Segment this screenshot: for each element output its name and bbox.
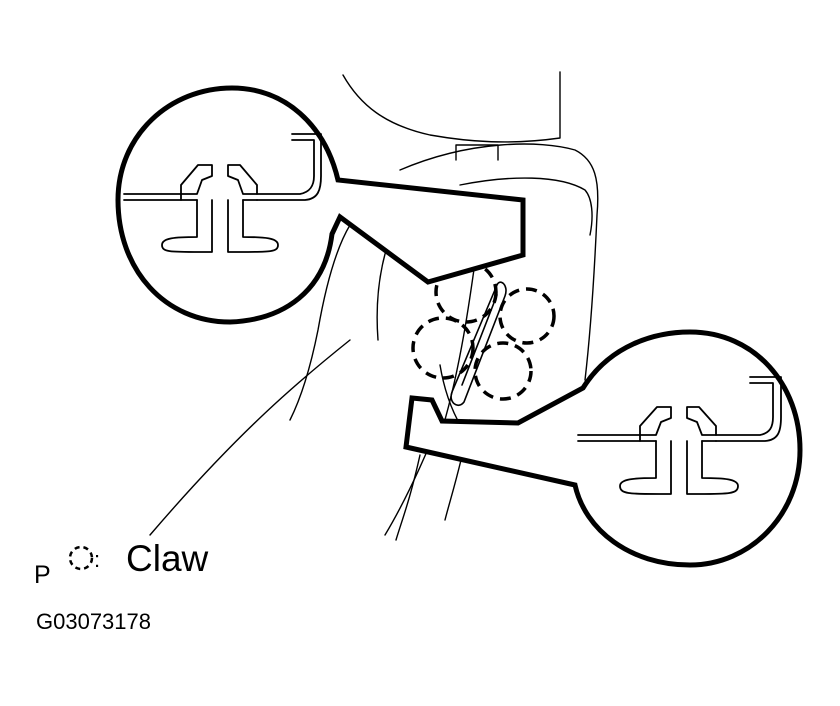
callout-upper-clip <box>123 133 322 253</box>
callout-upper <box>115 85 526 325</box>
claw-circle <box>434 260 498 324</box>
claw-markers <box>411 260 556 401</box>
claw-circle <box>473 341 533 401</box>
legend-symbol-label: P <box>34 561 51 589</box>
callout-lower <box>403 329 803 568</box>
claw-circle <box>411 316 475 380</box>
trim-panel <box>149 71 599 541</box>
figure-id: G03073178 <box>36 609 151 634</box>
claw-circle <box>498 287 556 345</box>
callout-lower-clip <box>577 376 782 495</box>
legend-description: Claw <box>126 538 209 579</box>
legend-separator: : <box>94 547 100 572</box>
dashed-circle-icon: : <box>68 545 100 572</box>
